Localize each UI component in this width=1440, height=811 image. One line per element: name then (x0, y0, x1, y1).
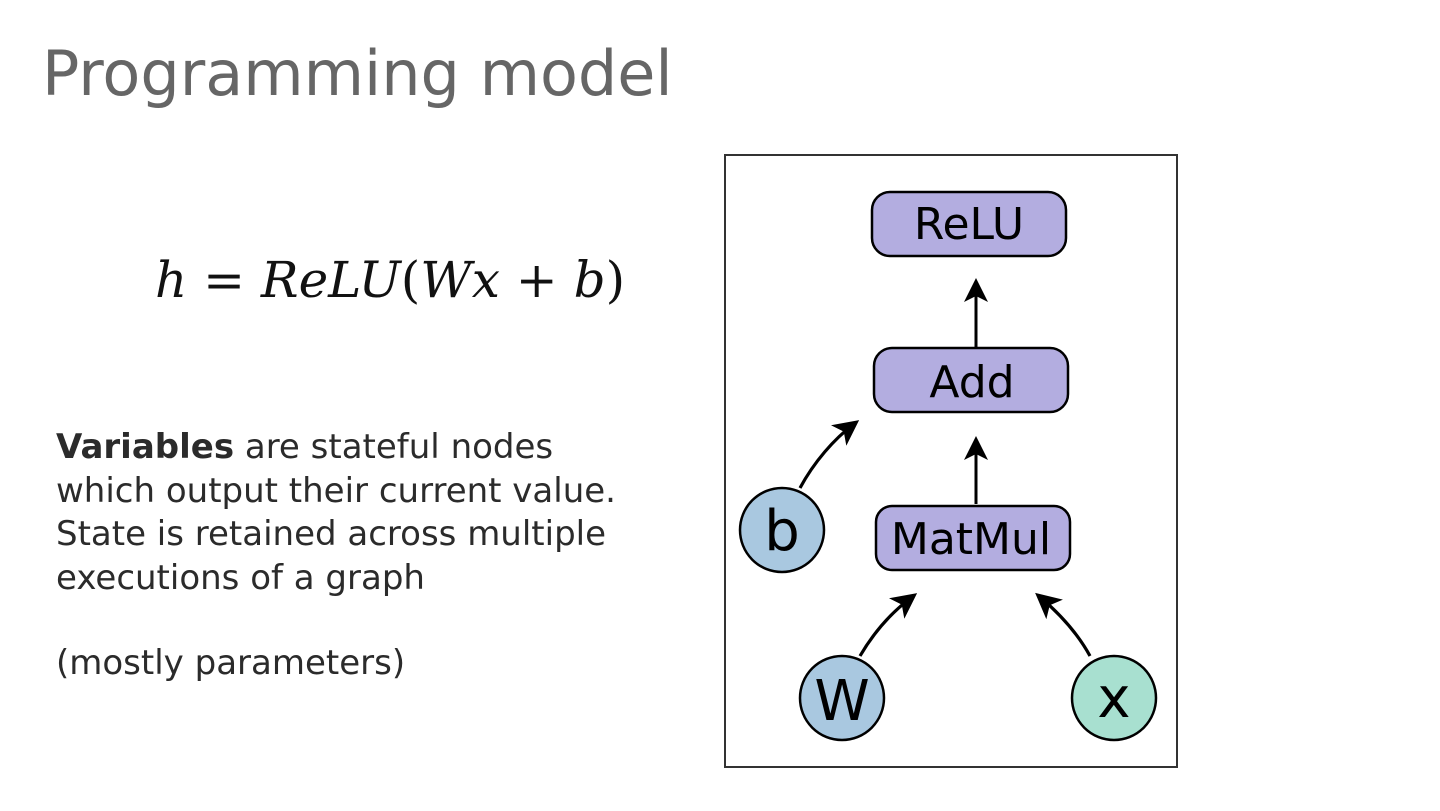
node-add-label: Add (929, 357, 1014, 408)
node-matmul-box (874, 504, 1072, 572)
slide-title: Programming model (42, 37, 673, 110)
node-b-label: b (764, 499, 800, 564)
variables-description: Variables are stateful nodes which outpu… (56, 426, 636, 600)
edge-x-to-matmul (1035, 592, 1092, 657)
node-w: W (798, 654, 886, 742)
node-add-box (872, 346, 1070, 414)
node-w-label: W (814, 669, 869, 734)
node-b: b (738, 486, 826, 574)
node-matmul-label: MatMul (891, 514, 1051, 565)
computation-graph: ReLU Add MatMul b W x (724, 154, 1178, 768)
computation-graph-svg: ReLU Add MatMul b W x (724, 154, 1178, 768)
formula-w: W (420, 251, 472, 309)
variables-explanation: are stateful nodes which output their cu… (56, 427, 616, 598)
relu-formula: h = ReLU(Wx + b) (155, 248, 625, 312)
node-relu-box (870, 190, 1068, 258)
node-x-label: x (1097, 666, 1130, 731)
node-w-circle (798, 654, 886, 742)
node-relu-label: ReLU (914, 199, 1024, 250)
edge-w-to-matmul (858, 593, 918, 657)
node-relu: ReLU (870, 190, 1068, 258)
node-x-circle (1070, 654, 1158, 742)
parameters-note: (mostly parameters) (56, 643, 406, 683)
edge-b-to-add (798, 420, 860, 489)
formula-close-paren: ) (605, 251, 626, 309)
formula-lhs: h (155, 251, 188, 309)
node-b-circle (738, 486, 826, 574)
formula-plus: + (515, 251, 558, 309)
node-matmul: MatMul (874, 504, 1072, 572)
formula-open-paren: ( (400, 251, 421, 309)
node-add: Add (872, 346, 1070, 414)
formula-function: ReLU (260, 251, 401, 309)
formula-b: b (573, 251, 606, 309)
variables-term: Variables (56, 427, 235, 467)
formula-x: x (471, 251, 500, 309)
node-x: x (1070, 654, 1158, 742)
formula-equals: = (203, 251, 246, 309)
